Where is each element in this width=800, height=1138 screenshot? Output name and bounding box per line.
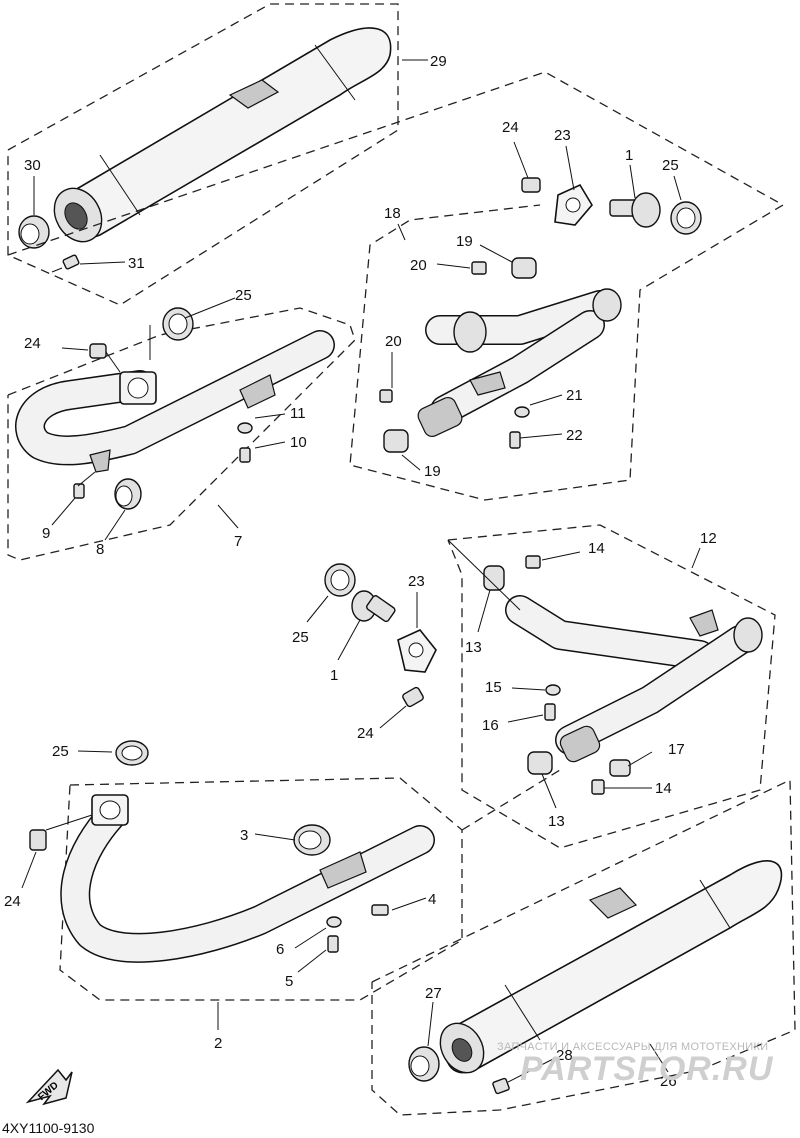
- part-27-gasket: [408, 1046, 440, 1082]
- part-25-gasket: [670, 201, 702, 235]
- callout-11: 11: [290, 405, 306, 422]
- part-25-gasket: [162, 307, 194, 341]
- part-6-nut: [326, 916, 342, 928]
- part-11-nut: [237, 422, 253, 434]
- callout-18: 18: [384, 205, 401, 222]
- group-loose-parts: [306, 539, 521, 729]
- callout-5: 5: [285, 973, 293, 990]
- part-1-joint: [351, 590, 396, 623]
- callout-30: 30: [24, 157, 41, 174]
- part-20-bolt: [379, 261, 487, 403]
- callout-24: 24: [24, 335, 41, 352]
- callout-15: 15: [485, 679, 502, 696]
- callout-4: 4: [428, 891, 436, 908]
- group-exhaust-pipe-2: [21, 740, 561, 1030]
- watermark-brand: PARTSFOR.RU: [520, 1050, 774, 1088]
- callout-14: 14: [588, 540, 605, 557]
- callout-24: 24: [4, 893, 21, 910]
- part-21-nut: [514, 406, 530, 418]
- part-10-bolt: [239, 447, 251, 463]
- part-17-damper: [609, 759, 631, 777]
- group-muffler-lower: [371, 778, 796, 1116]
- callout-25: 25: [235, 287, 252, 304]
- part-14-bolt: [525, 555, 605, 795]
- callout-12: 12: [700, 530, 717, 547]
- callouts: 29 30 31 24 25 11 10 9 8 7 24 23 1 25 18…: [4, 53, 717, 1090]
- part-28-bolt: [492, 1077, 510, 1095]
- part-16-bolt: [544, 703, 556, 721]
- callout-10: 10: [290, 434, 307, 451]
- part-26-muffler: [439, 860, 783, 1074]
- callout-23: 23: [408, 573, 425, 590]
- part-1-joint: [609, 192, 661, 228]
- part-31-bolt: [51, 254, 80, 273]
- callout-22: 22: [566, 427, 583, 444]
- callout-20: 20: [410, 257, 427, 274]
- callout-27: 27: [425, 985, 442, 1002]
- group-exhaust-pipe-7: [7, 297, 356, 561]
- part-3-gasket: [293, 824, 331, 856]
- part-23-gasket: [397, 629, 437, 673]
- callout-25: 25: [662, 157, 679, 174]
- group-header-12: [447, 524, 776, 849]
- part-29-muffler: [53, 27, 392, 243]
- callout-1: 1: [625, 147, 633, 164]
- drawing-code: 4XY1100-9130: [2, 1120, 95, 1136]
- part-30-gasket: [18, 215, 50, 249]
- watermark-tagline: ЗАПЧАСТИ И АКСЕССУАРЫ ДЛЯ МОТОТЕХНИКИ: [497, 1041, 769, 1053]
- callout-6: 6: [276, 941, 284, 958]
- part-5-bolt: [327, 935, 339, 953]
- callout-25: 25: [52, 743, 69, 760]
- callout-1: 1: [330, 667, 338, 684]
- part-9-bolt: [73, 483, 85, 499]
- part-8-gasket: [114, 478, 142, 510]
- part-24-damper: [402, 686, 424, 708]
- callout-31: 31: [128, 255, 145, 272]
- part-7-exhaust-pipe: [15, 330, 335, 473]
- callout-13: 13: [548, 813, 565, 830]
- callout-2: 2: [214, 1035, 222, 1052]
- part-24-damper: [29, 829, 47, 851]
- callout-16: 16: [482, 717, 499, 734]
- part-23-gasket: [554, 183, 593, 226]
- callout-19: 19: [456, 233, 473, 250]
- group-muffler-upper: [7, 3, 428, 306]
- part-12-header: [505, 595, 763, 763]
- callout-3: 3: [240, 827, 248, 844]
- part-4-bolt: [371, 904, 389, 916]
- callout-9: 9: [42, 525, 50, 542]
- callout-19: 19: [424, 463, 441, 480]
- callout-20: 20: [385, 333, 402, 350]
- fwd-arrow-icon: FWD: [25, 1068, 73, 1106]
- callout-24: 24: [357, 725, 374, 742]
- callout-7: 7: [234, 533, 242, 550]
- callout-29: 29: [430, 53, 447, 70]
- callout-28: 28: [556, 1047, 573, 1064]
- part-18-header: [417, 288, 622, 438]
- part-2-exhaust-pipe: [60, 794, 435, 963]
- callout-25: 25: [292, 629, 309, 646]
- callout-8: 8: [96, 541, 104, 558]
- callout-13: 13: [465, 639, 482, 656]
- part-19-damper: [383, 257, 537, 453]
- part-22-bolt: [509, 431, 521, 449]
- part-15-nut: [545, 684, 561, 696]
- callout-23: 23: [554, 127, 571, 144]
- callout-26: 26: [660, 1073, 677, 1090]
- callout-17: 17: [668, 741, 685, 758]
- part-13-damper: [483, 565, 553, 775]
- part-24-damper: [89, 343, 107, 359]
- callout-24: 24: [502, 119, 519, 136]
- callout-21: 21: [566, 387, 583, 404]
- group-header-18: [7, 71, 785, 501]
- part-25-gasket: [115, 740, 149, 766]
- part-25-gasket: [324, 563, 356, 597]
- callout-14: 14: [655, 780, 672, 797]
- part-24-damper: [521, 177, 541, 193]
